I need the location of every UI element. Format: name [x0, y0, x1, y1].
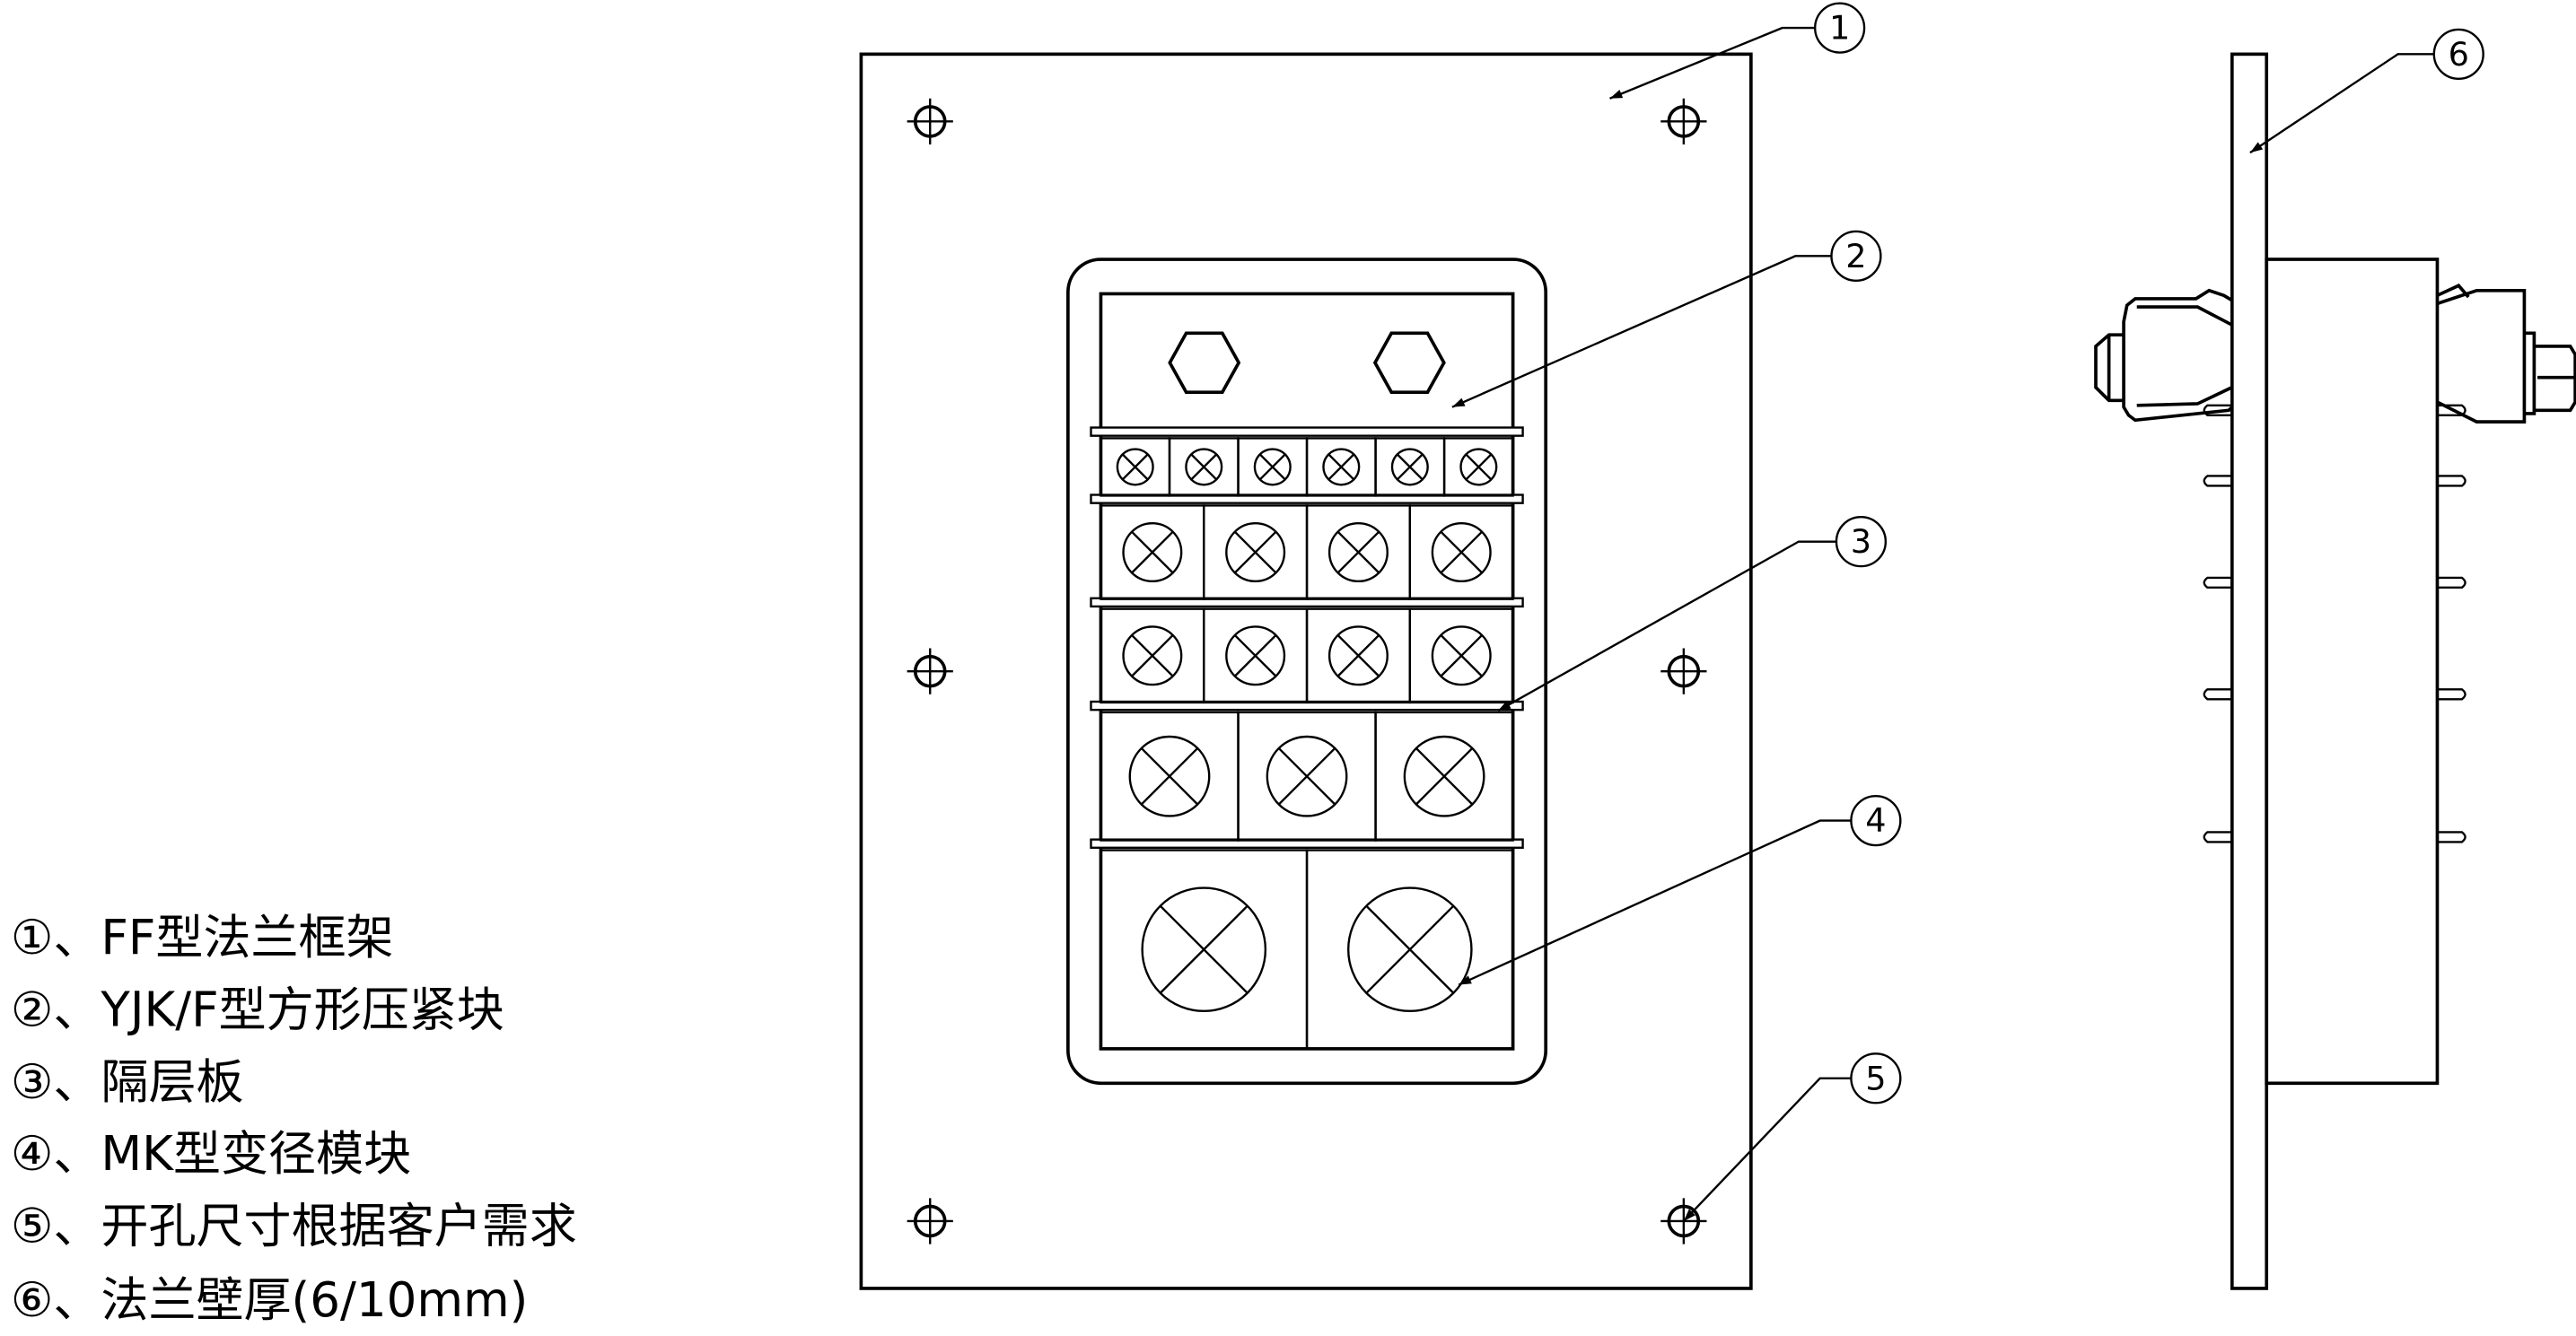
separator-tabs: [2203, 404, 2466, 843]
mounting-holes: [907, 98, 1707, 1244]
cable-hole-icon: [1390, 448, 1429, 486]
sealing-module: [1237, 711, 1377, 842]
callout-1: 1: [1609, 2, 1866, 100]
sealing-module: [1203, 504, 1309, 600]
separator-tab: [2437, 404, 2466, 416]
cable-hole-icon: [1403, 735, 1485, 817]
arrow-icon: [2249, 142, 2264, 153]
legend-item-5: ⑤、开孔尺寸根据客户需求: [11, 1199, 577, 1254]
cable-hole-icon: [1347, 886, 1473, 1013]
mounting-hole-icon: [1660, 98, 1707, 144]
sealing-module: [1374, 711, 1514, 842]
mounting-hole-icon: [907, 98, 953, 144]
legend-item-3: ③、隔层板: [11, 1054, 244, 1110]
callout-number: 2: [1845, 237, 1866, 275]
separator-tab: [2203, 688, 2232, 701]
legend-item-2: ②、YJK/F型方形压紧块: [11, 982, 504, 1037]
cable-hole-icon: [1185, 448, 1223, 486]
gland-body: [2265, 258, 2440, 1086]
callouts: 1 2 3 4 5 6: [1451, 2, 2484, 1222]
sealing-module: [1100, 849, 1309, 1051]
callout-number: 5: [1865, 1059, 1886, 1097]
leader-line: [1609, 26, 1816, 100]
cable-hole-icon: [1431, 625, 1492, 686]
callout-number: 1: [1829, 9, 1850, 48]
separator-tab: [2437, 475, 2466, 487]
mounting-hole-icon: [1660, 648, 1707, 694]
hex-bolt-right: [1372, 331, 1446, 395]
callout-5: 5: [1682, 1052, 1902, 1222]
mounting-hole-icon: [907, 1198, 953, 1244]
sealing-module: [1203, 607, 1309, 704]
callout-6: 6: [2249, 28, 2484, 154]
flange-wall: [2230, 52, 2269, 1290]
cable-hole-icon: [1225, 625, 1286, 686]
separator-tab: [2203, 404, 2232, 416]
sealing-module: [1374, 437, 1446, 497]
callout-number: 4: [1865, 801, 1886, 840]
cable-hole-icon: [1459, 448, 1498, 486]
sealing-module: [1168, 437, 1240, 497]
sealing-module: [1305, 849, 1514, 1051]
sealing-module: [1100, 711, 1240, 842]
arrow-icon: [1683, 1209, 1695, 1221]
arrow-icon: [1451, 397, 1466, 407]
cable-hole-icon: [1431, 522, 1492, 583]
cable-hole-icon: [1322, 448, 1361, 486]
cable-hole-icon: [1327, 625, 1389, 686]
sealing-module: [1100, 504, 1205, 600]
separator-tab: [2437, 688, 2466, 701]
leader-line: [2249, 53, 2434, 154]
module-grid: [1090, 426, 1524, 1051]
cable-hole-icon: [1141, 886, 1267, 1013]
separator-tab: [2437, 576, 2466, 589]
separator-tab: [2203, 475, 2232, 487]
cable-hole-icon: [1253, 448, 1292, 486]
callout-number: 6: [2449, 35, 2469, 74]
sealing-module: [1408, 607, 1514, 704]
sealing-module: [1305, 437, 1377, 497]
legend-item-6: ⑥、法兰壁厚(6/10mm): [11, 1272, 528, 1328]
cable-hole-icon: [1327, 522, 1389, 583]
legend: ①、FF型法兰框架 ②、YJK/F型方形压紧块 ③、隔层板 ④、MK型变径模块 …: [11, 910, 577, 1328]
leader-line: [1682, 1077, 1852, 1222]
frame-opening: [1066, 258, 1548, 1086]
legend-item-1: ①、FF型法兰框架: [11, 910, 394, 965]
mounting-hole-icon: [907, 648, 953, 694]
callout-number: 3: [1851, 522, 1871, 561]
cable-hole-icon: [1266, 735, 1348, 817]
front-view: [859, 52, 1753, 1290]
flange-plate: [859, 52, 1753, 1290]
cable-hole-icon: [1225, 522, 1286, 583]
separator-tab: [2203, 576, 2232, 589]
cable-hole-icon: [1122, 522, 1183, 583]
sealing-module: [1305, 504, 1412, 600]
side-view: [2094, 52, 2576, 1290]
sealing-module: [1442, 437, 1514, 497]
callout-4: 4: [1458, 794, 1902, 986]
cable-hole-icon: [1122, 625, 1183, 686]
sealing-module: [1100, 437, 1171, 497]
sealing-module: [1305, 607, 1412, 704]
cable-hole-icon: [1128, 735, 1211, 817]
legend-item-4: ④、MK型变径模块: [11, 1126, 411, 1182]
callout-3: 3: [1497, 516, 1888, 712]
leader-line: [1458, 819, 1852, 986]
leader-line: [1497, 540, 1836, 712]
separator-plate: [1090, 426, 1524, 437]
hex-bolt-left: [1168, 331, 1241, 395]
arrow-icon: [1459, 975, 1472, 985]
arrow-icon: [1498, 701, 1511, 712]
compression-bolt: [2094, 284, 2576, 424]
cable-hole-icon: [1116, 448, 1154, 486]
arrow-icon: [1609, 89, 1624, 99]
sealing-module: [1100, 607, 1205, 704]
sealing-module: [1237, 437, 1309, 497]
leader-line: [1451, 255, 1832, 408]
separator-tab: [2437, 831, 2466, 843]
callout-2: 2: [1451, 230, 1882, 408]
separator-tab: [2203, 831, 2232, 843]
sealing-module: [1408, 504, 1514, 600]
